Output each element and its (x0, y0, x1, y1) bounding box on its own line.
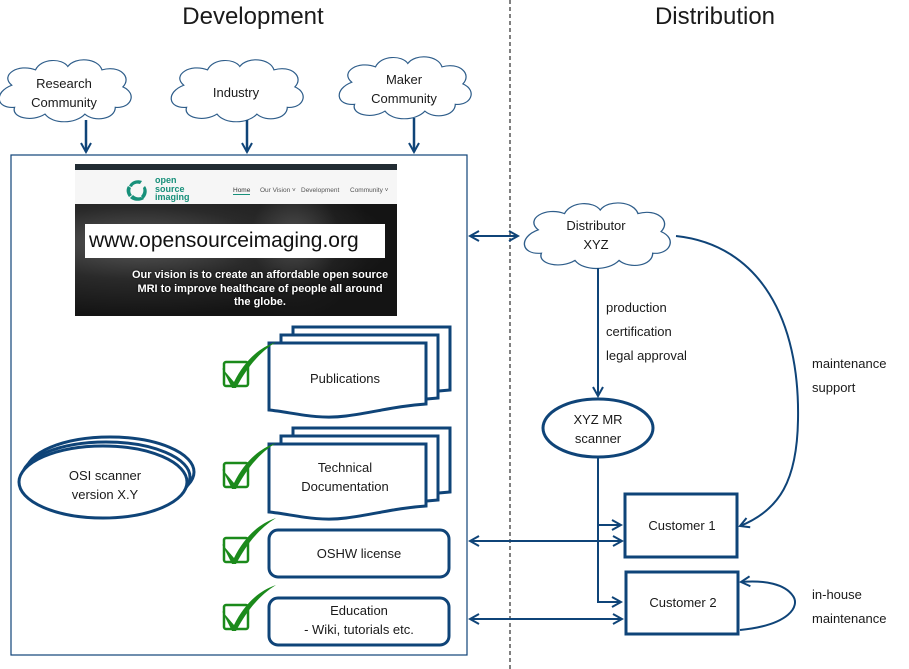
check-icon-oshw-license (222, 518, 276, 564)
process-steps-label: production certification legal approval (606, 296, 687, 368)
distributor-label: Distributor XYZ (546, 216, 646, 254)
cloud-label-line: Maker (385, 72, 423, 87)
cloud-label-line: Industry (212, 85, 260, 100)
publications-label: Publications (309, 371, 381, 386)
process-step: legal approval (606, 348, 687, 363)
publications-document-stack (267, 325, 452, 419)
distributor-label-line: Distributor (566, 218, 626, 233)
osi-scanner-label: OSI scanner version X.Y (50, 466, 160, 504)
osi-logo-text: open source imaging (155, 176, 190, 202)
xyz-mr-scanner-label: XYZ MR scanner (548, 410, 648, 448)
customer-1-box (623, 492, 739, 559)
education-label-line: - Wiki, tutorials etc. (304, 622, 414, 637)
check-icon-education (222, 585, 276, 631)
xyz-scanner-label-line: scanner (574, 431, 622, 446)
arrow-scanner-to-customer2 (597, 457, 621, 602)
website-url-banner: www.opensourceimaging.org (85, 224, 385, 258)
website-screenshot: open source imaging Home Our Vision ˅ De… (75, 164, 397, 316)
technical-documentation-document-stack (267, 426, 452, 521)
inhouse-maintenance-line: in-house (812, 587, 862, 602)
education-label-line: Education (330, 603, 388, 618)
osi-scanner-label-line: OSI scanner (68, 468, 142, 483)
website-nav-community: Community ˅ (350, 187, 389, 194)
process-step: certification (606, 324, 672, 339)
website-nav-our-vision: Our Vision ˅ (260, 187, 296, 194)
website-topbar (75, 164, 397, 170)
customer-2-box (624, 570, 740, 636)
arrow-inhouse-maintenance-loop (740, 582, 796, 631)
website-url: www.opensourceimaging.org (89, 229, 359, 252)
website-vision-statement: Our vision is to create an affordable op… (125, 269, 395, 310)
development-title: Development (182, 3, 324, 30)
cloud-label-research: Research Community (14, 74, 114, 112)
logo-line: imaging (155, 192, 190, 202)
check-icon-technical-documentation (222, 443, 276, 489)
check-icon-publications (222, 342, 276, 388)
oshw-license-label: OSHW license (316, 546, 402, 561)
distributor-label-line: XYZ (583, 237, 609, 252)
technical-documentation-label: Technical Documentation (270, 458, 420, 496)
inhouse-maintenance-label: in-house maintenance (812, 583, 886, 631)
distribution-title: Distribution (654, 3, 776, 30)
vision-line: MRI to improve healthcare of people all … (137, 282, 383, 295)
cloud-label-line: Community (31, 95, 97, 110)
education-box (267, 596, 451, 647)
osi-scanner-ellipse-stack (17, 435, 196, 520)
osi-logo-icon (126, 180, 147, 201)
customer-1-label: Customer 1 (648, 518, 716, 533)
website-navbar: open source imaging Home Our Vision ˅ De… (75, 170, 397, 204)
oshw-license-box (267, 528, 451, 579)
education-label: Education - Wiki, tutorials etc. (270, 601, 448, 639)
cloud-label-industry: Industry (186, 83, 286, 102)
process-step: production (606, 300, 667, 315)
logo-line: source (155, 183, 185, 194)
website-nav-development: Development (301, 187, 340, 194)
inhouse-maintenance-line: maintenance (812, 611, 887, 626)
vision-line: Our vision is to create an affordable op… (131, 269, 389, 281)
website-hero-image-overlay (225, 204, 365, 316)
xyz-scanner-label-line: XYZ MR (573, 412, 623, 427)
technical-documentation-label-line: Documentation (301, 479, 389, 494)
vision-line: the globe. (234, 296, 286, 308)
osi-scanner-label-line: version X.Y (71, 487, 139, 502)
cloud-label-line: Community (371, 91, 437, 106)
maintenance-support-label: maintenance support (812, 352, 886, 400)
development-container (10, 154, 468, 656)
logo-line: open (155, 175, 177, 185)
maintenance-support-line: maintenance (812, 356, 887, 371)
maintenance-support-line: support (812, 380, 856, 395)
customer-2-label: Customer 2 (649, 595, 717, 610)
arrow-maintenance-support (675, 235, 800, 526)
technical-documentation-label-line: Technical (317, 460, 373, 475)
cloud-label-maker: Maker Community (354, 70, 454, 108)
cloud-label-line: Research (36, 76, 92, 91)
website-nav-home: Home (233, 187, 251, 195)
